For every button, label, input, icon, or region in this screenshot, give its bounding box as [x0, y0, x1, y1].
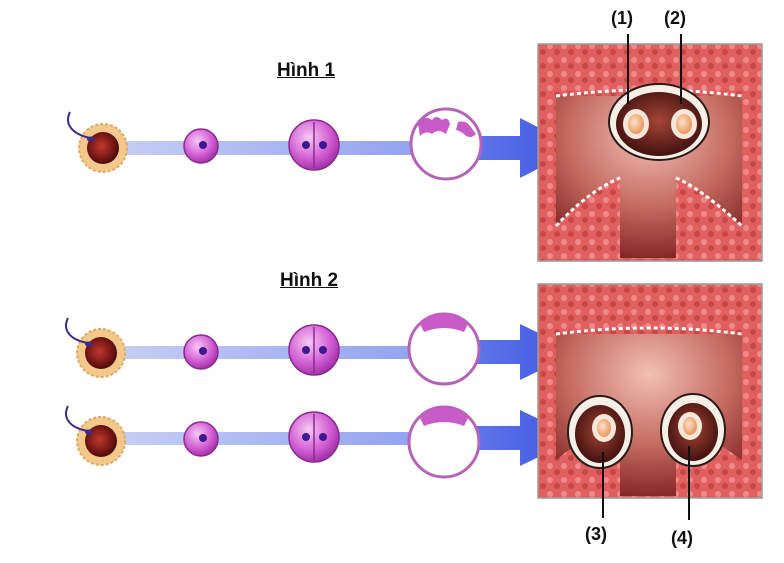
zygote-icon — [183, 334, 219, 370]
egg-with-sperm-icon — [67, 111, 128, 173]
zygote-icon — [183, 128, 219, 164]
separate-sac-right — [660, 393, 726, 467]
blastocyst-icon — [407, 405, 481, 479]
egg-with-sperm-icon — [65, 317, 126, 378]
callout-4: (4) — [671, 528, 693, 548]
development-path — [105, 432, 435, 445]
separate-sac-left — [567, 395, 633, 469]
two-cell-embryo-icon — [288, 119, 340, 171]
uterus-panel-figure2 — [537, 283, 763, 520]
embryo-icon — [628, 114, 644, 134]
two-cell-embryo-icon — [288, 324, 340, 376]
row-figure2-upper — [65, 312, 578, 386]
shared-chorion-sac — [608, 83, 710, 161]
egg-with-sperm-icon — [65, 405, 126, 466]
uterus-panel-figure1 — [537, 34, 763, 262]
development-path — [105, 346, 435, 359]
embryo-icon — [597, 419, 611, 437]
callout-3: (3) — [585, 524, 607, 544]
blastocyst-icon — [407, 312, 481, 386]
development-path — [105, 141, 435, 155]
embryo-icon — [676, 114, 692, 134]
figure2-title: Hình 2 — [280, 270, 339, 291]
two-cell-embryo-icon — [288, 411, 340, 463]
embryo-icon — [683, 417, 697, 435]
callout-1: (1) — [611, 8, 633, 28]
row-figure1 — [67, 107, 578, 181]
figure1-title: Hình 1 — [277, 60, 336, 81]
blastocyst-icon — [409, 107, 483, 181]
row-figure2-lower — [65, 405, 578, 479]
callout-2: (2) — [664, 8, 686, 28]
zygote-icon — [183, 421, 219, 457]
